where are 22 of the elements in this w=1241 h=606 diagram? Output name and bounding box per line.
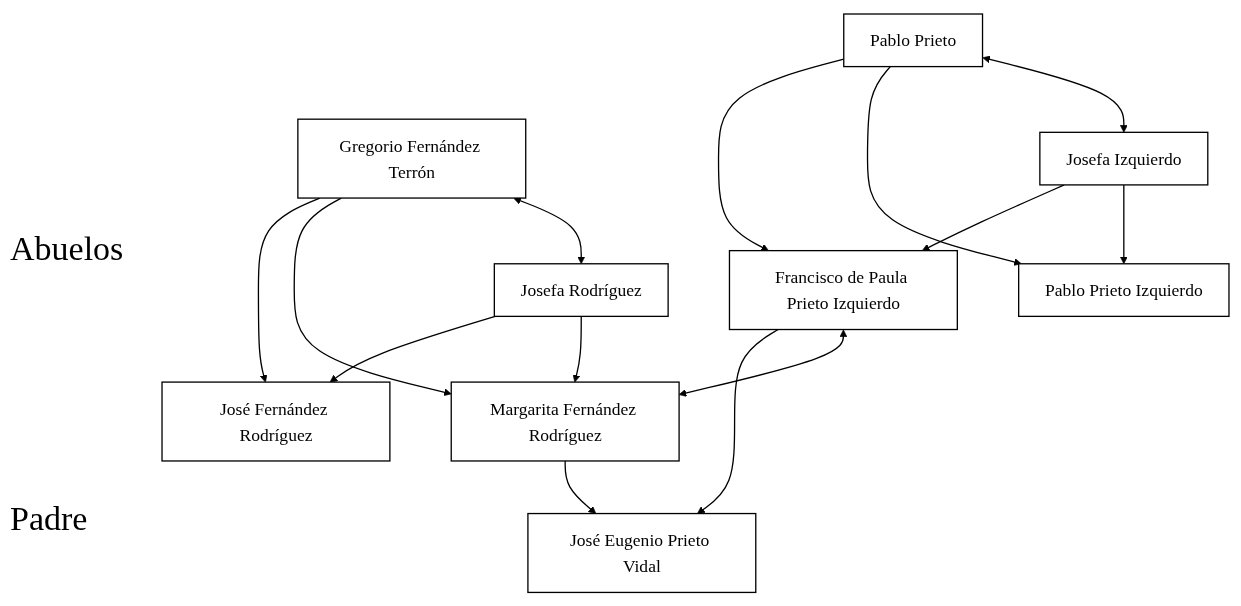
arrow (921, 184, 1065, 251)
arrow (329, 315, 496, 383)
arrow (513, 196, 586, 264)
node-box: José Fernández Rodríguez (161, 381, 391, 462)
arrow (257, 197, 321, 383)
node-box: Margarita Fernández Rodríguez (450, 381, 680, 462)
node-box: José Eugenio Prieto Vidal (527, 512, 757, 593)
arrow (572, 315, 582, 383)
arrow (293, 197, 452, 396)
node-box: Pablo Prieto (843, 13, 984, 68)
node-box: Josefa Rodríguez (493, 262, 669, 317)
arrow (866, 65, 1022, 266)
node-box: Francisco de Paula Prieto Izquierdo (728, 249, 958, 330)
node-box: Josefa Izquierdo (1039, 131, 1209, 186)
arrow (1119, 184, 1128, 264)
level-label: Abuelos (10, 230, 124, 268)
arrow (564, 460, 597, 514)
node-box: Pablo Prieto Izquierdo (1018, 262, 1230, 317)
level-label: Padre (10, 500, 88, 538)
arrow (982, 55, 1128, 133)
arrow (697, 328, 779, 514)
node-box: Gregorio Fernández Terrón (297, 118, 527, 199)
